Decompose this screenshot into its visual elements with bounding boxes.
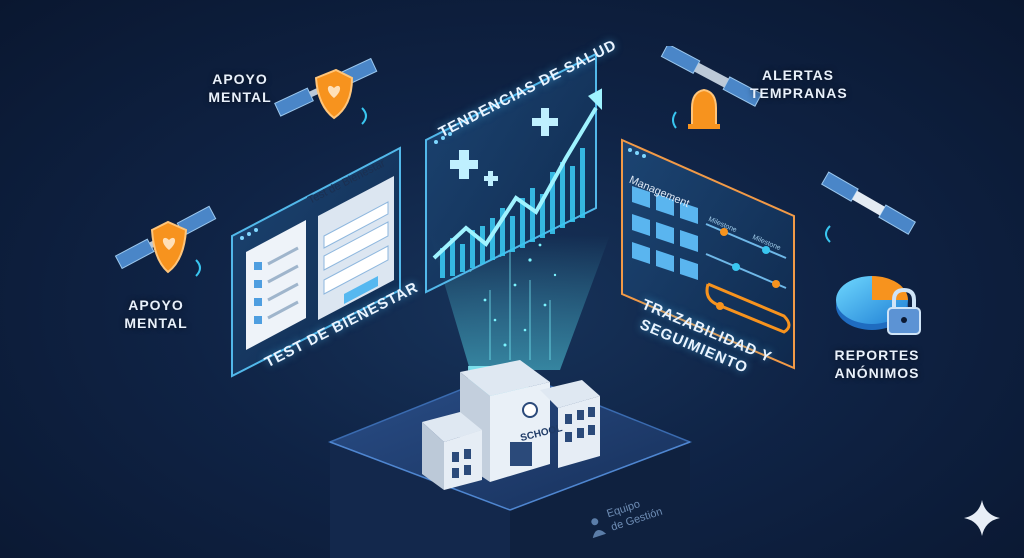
reportes-line-1: REPORTES	[834, 347, 920, 363]
equipo-logo: Equipo de Gestión	[582, 483, 688, 548]
reportes-anonimos-label: REPORTES ANÓNIMOS	[822, 346, 932, 382]
apoyo-left-line-2: MENTAL	[124, 315, 188, 331]
folder-icon	[632, 186, 698, 280]
satellite-icon-alertas	[660, 46, 763, 129]
panel-tendencias-salud	[425, 52, 602, 294]
alertas-tempranas-label: ALERTAS TEMPRANAS	[750, 66, 848, 102]
school-building	[422, 360, 600, 490]
satellite-icon-left	[114, 205, 217, 277]
apoyo-top-line-2: MENTAL	[208, 89, 272, 105]
reportes-line-2: ANÓNIMOS	[834, 365, 920, 381]
bell-icon	[691, 88, 717, 127]
sparkle-icon	[964, 500, 1000, 536]
team-icon	[591, 518, 607, 539]
lock-icon	[887, 287, 921, 335]
health-cross-icon	[450, 108, 558, 186]
apoyo-mental-left-label: APOYO MENTAL	[114, 296, 198, 332]
satellite-icon-reportes	[821, 171, 916, 243]
trend-arrow-icon	[432, 106, 598, 260]
apoyo-top-line-1: APOYO	[212, 71, 268, 87]
apoyo-mental-top-label: APOYO MENTAL	[200, 70, 280, 106]
alertas-line-2: TEMPRANAS	[750, 85, 848, 101]
satellite-icon	[274, 57, 378, 125]
panel-trazabilidad	[621, 138, 795, 370]
pie-chart-icon	[836, 276, 921, 335]
panel-test-bienestar	[231, 146, 401, 378]
alertas-line-1: ALERTAS	[761, 67, 835, 83]
apoyo-left-line-1: APOYO	[128, 297, 184, 313]
